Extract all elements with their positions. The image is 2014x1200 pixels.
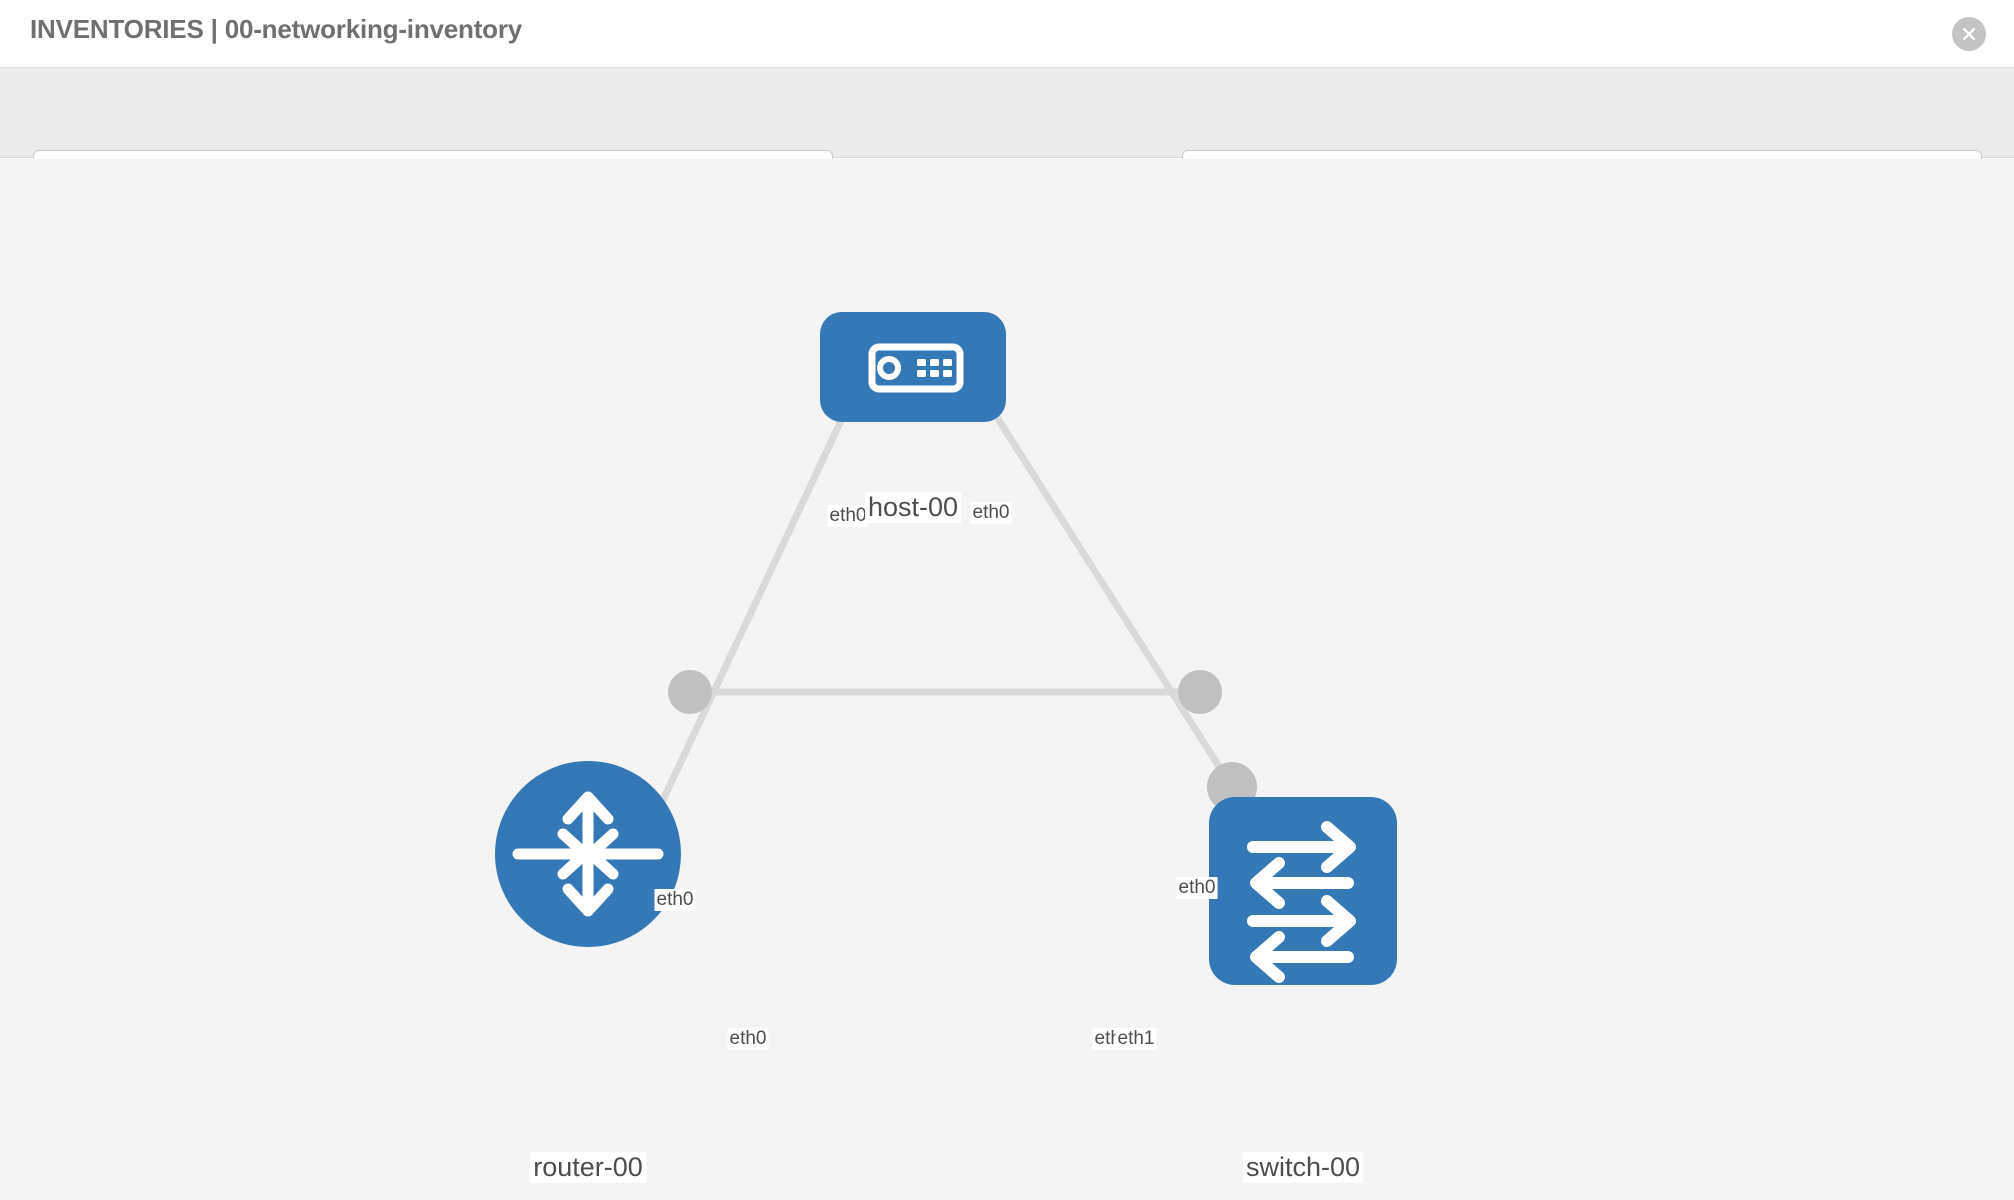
iface-label-switch-eth1: eth1: [1115, 1028, 1157, 1050]
iface-label-switch-eth0-uplink: eth0: [1176, 877, 1218, 899]
iface-label-host-eth0-left: eth0: [827, 505, 869, 527]
link-host-router[interactable]: [636, 357, 874, 851]
toolbar: ACTIONS SEARCH: [0, 68, 2014, 202]
iface-label-router-eth0-uplink: eth0: [654, 889, 696, 911]
server-icon-details: [877, 356, 952, 380]
node-label-router-00: router-00: [530, 1152, 646, 1183]
port-switch-west[interactable]: [1178, 670, 1222, 714]
node-label-switch-00: switch-00: [1242, 1152, 1364, 1183]
switch-arrows-icon: [1247, 821, 1356, 983]
node-switch-00[interactable]: [1209, 797, 1397, 985]
page-header: INVENTORIES | 00-networking-inventory: [0, 0, 2014, 68]
close-icon[interactable]: [1952, 17, 1986, 51]
port-router-east[interactable]: [668, 670, 712, 714]
node-router-00[interactable]: [495, 761, 681, 947]
server-icon: [868, 343, 964, 393]
link-host-switch[interactable]: [957, 357, 1235, 789]
topology-graph: [495, 312, 1397, 985]
node-host-00[interactable]: [820, 312, 1006, 422]
node-label-host-00: host-00: [864, 492, 962, 523]
iface-label-router-eth0-east: eth0: [727, 1028, 769, 1050]
router-arrows-icon: [512, 791, 664, 917]
topology-canvas[interactable]: eth0 host-00 eth0 eth0 eth0 eth0 eth0 et…: [0, 159, 2014, 1200]
topology-links: [636, 357, 1235, 851]
page-title: INVENTORIES | 00-networking-inventory: [30, 14, 523, 44]
iface-label-host-eth0-right: eth0: [970, 502, 1012, 524]
